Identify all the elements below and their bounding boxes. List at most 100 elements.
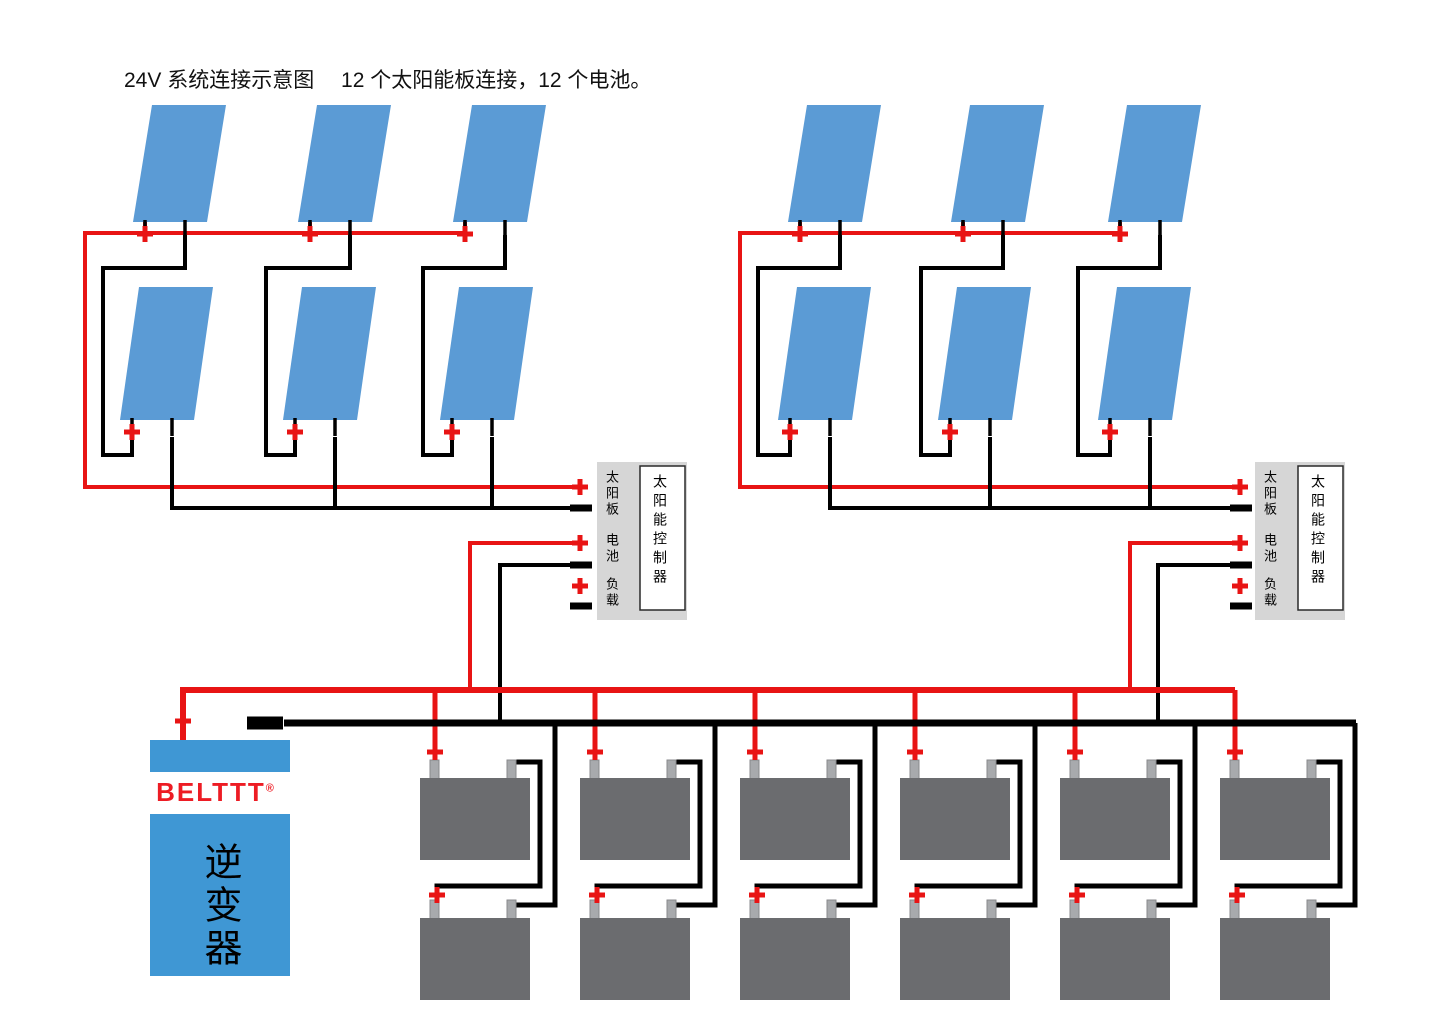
plus-terminal-mark — [747, 744, 763, 760]
plus-terminal-mark — [444, 424, 460, 440]
battery-body — [740, 778, 850, 860]
wire-pv-series-link — [421, 235, 507, 457]
controller-left-terminal-label-battery: 电池 — [604, 533, 619, 565]
plus-terminal-mark — [955, 226, 971, 242]
solar-panel — [1108, 105, 1201, 238]
plus-terminal-mark — [589, 887, 605, 903]
wire-controller-battery-positive — [468, 541, 578, 690]
battery-body — [1060, 778, 1170, 860]
solar-panel-face — [120, 287, 213, 420]
plus-terminal-mark — [287, 424, 303, 440]
bus-negative-drop — [1312, 723, 1358, 908]
inverter — [150, 740, 290, 976]
battery — [740, 759, 850, 860]
solar-panel — [440, 287, 533, 436]
solar-panel-face — [283, 287, 376, 420]
plus-terminal-mark — [1232, 479, 1248, 495]
wire-pv-negative-left — [170, 437, 590, 510]
solar-panel-face — [788, 105, 881, 222]
battery-body — [420, 778, 530, 860]
battery — [420, 899, 530, 1000]
controller-right-terminal-label-battery: 电池 — [1262, 533, 1277, 565]
controller-right-terminal-label-solar: 太阳板 — [1262, 470, 1277, 518]
bus-negative-drop — [1152, 723, 1198, 908]
battery — [580, 759, 690, 860]
controller-left-terminal-label-load: 负载 — [604, 577, 619, 609]
battery-body — [580, 778, 690, 860]
solar-panel — [133, 105, 226, 238]
plus-terminal-mark — [1112, 226, 1128, 242]
battery — [900, 759, 1010, 860]
plus-terminal-mark — [1067, 744, 1083, 760]
plus-terminal-mark — [137, 226, 153, 242]
inverter-brand-text: BELTTT — [156, 777, 266, 807]
controller-left-terminal-label-solar: 太阳板 — [604, 470, 619, 518]
solar-panel — [283, 287, 376, 436]
plus-terminal-mark — [1069, 887, 1085, 903]
controller-right-body-label: 太阳能控制器 — [1310, 474, 1326, 588]
diagram-title: 24V 系统连接示意图 12 个太阳能板连接，12 个电池。 — [124, 69, 652, 92]
battery-body — [580, 918, 690, 1000]
bus-negative-drop — [512, 723, 558, 908]
battery-body — [740, 918, 850, 1000]
charge-controller-left — [597, 462, 687, 620]
battery — [1060, 759, 1170, 860]
wire-pv-series-link — [101, 235, 187, 457]
plus-terminal-mark — [1102, 424, 1118, 440]
inverter-label: 逆变器 — [198, 842, 240, 971]
solar-panel-face — [938, 287, 1031, 420]
controller-right-terminal-label-load: 负载 — [1262, 577, 1277, 609]
battery-body — [1060, 918, 1170, 1000]
battery-body — [1220, 918, 1330, 1000]
plus-terminal-mark — [572, 578, 588, 594]
plus-terminal-mark — [124, 424, 140, 440]
charge-controller-right — [1255, 462, 1345, 620]
plus-terminal-mark — [427, 744, 443, 760]
plus-terminal-mark — [587, 744, 603, 760]
battery — [420, 759, 530, 860]
solar-panel — [778, 287, 871, 436]
wire-controller-battery-negative — [1156, 563, 1250, 723]
battery — [740, 899, 850, 1000]
solar-panel-face — [1108, 105, 1201, 222]
plus-terminal-mark — [1229, 887, 1245, 903]
bus-negative-drop — [672, 723, 718, 908]
solar-panel-face — [133, 105, 226, 222]
plus-terminal-mark — [792, 226, 808, 242]
battery-body — [900, 918, 1010, 1000]
wire-controller-battery-positive — [1128, 541, 1238, 690]
registered-trademark-icon: ® — [265, 782, 276, 795]
plus-terminal-mark — [1227, 744, 1243, 760]
plus-terminal-mark — [749, 887, 765, 903]
plus-terminal-mark — [572, 479, 588, 495]
bus-negative-drop — [832, 723, 878, 908]
plus-terminal-mark — [1232, 578, 1248, 594]
solar-panel — [938, 287, 1031, 436]
inverter-brand-logo: BELTTT® — [150, 777, 282, 808]
wire-pv-series-link — [919, 235, 1005, 457]
solar-panel — [951, 105, 1044, 238]
battery — [1220, 759, 1330, 860]
plus-terminal-mark — [907, 744, 923, 760]
solar-panel — [120, 287, 213, 436]
battery — [900, 899, 1010, 1000]
controller-body — [639, 465, 686, 611]
plus-terminal-mark — [572, 535, 588, 551]
battery-body — [900, 778, 1010, 860]
solar-panel-face — [951, 105, 1044, 222]
battery — [1060, 899, 1170, 1000]
solar-panel — [1098, 287, 1191, 436]
solar-panel — [453, 105, 546, 238]
solar-panel — [298, 105, 391, 238]
solar-panel-face — [778, 287, 871, 420]
wire-pv-series-link — [756, 235, 842, 457]
plus-terminal-mark — [302, 226, 318, 242]
wire-pv-negative-right — [828, 437, 1250, 510]
wire-pv-positive-left — [83, 231, 578, 489]
battery-body — [420, 918, 530, 1000]
wire-pv-series-link — [1076, 235, 1162, 457]
controller-body — [1297, 465, 1344, 611]
inverter-logo-strip — [150, 772, 290, 814]
plus-terminal-mark — [1232, 535, 1248, 551]
